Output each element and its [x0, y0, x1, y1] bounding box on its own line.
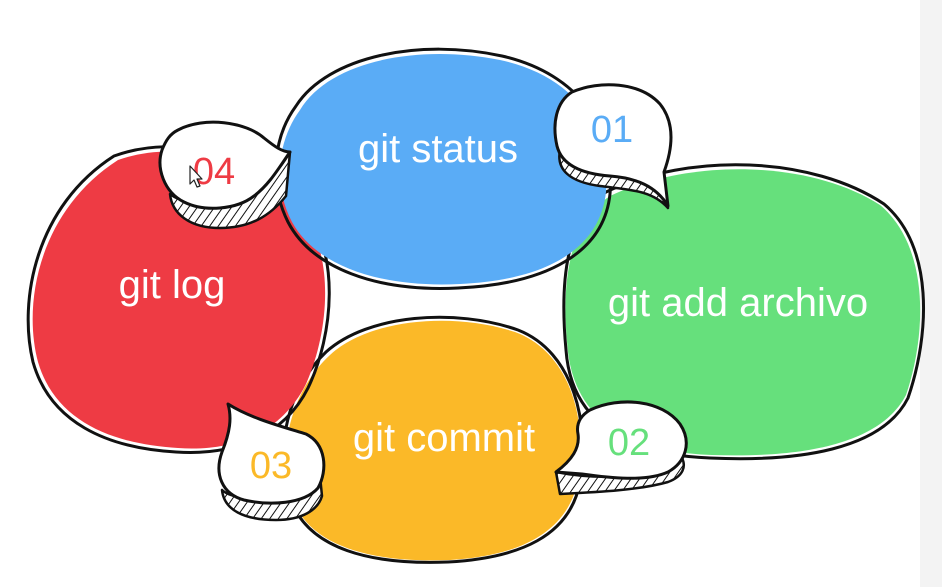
step-commit-blob: git commit	[282, 315, 585, 564]
step-log-number-bubble: 04	[158, 120, 292, 230]
step-commit-label: git commit	[353, 416, 535, 460]
scrollbar-track	[920, 0, 942, 587]
step-commit-number: 03	[250, 445, 292, 487]
step-status-label: git status	[358, 127, 518, 171]
step-add-number-bubble: 02	[554, 400, 688, 496]
step-add-blob: git add archivo	[562, 163, 925, 461]
mouse-cursor-icon	[189, 165, 203, 188]
step-add-label: git add archivo	[608, 281, 868, 325]
step-status-blob: git status	[274, 47, 613, 290]
step-status-number-bubble: 01	[553, 83, 673, 210]
step-log-fill	[32, 151, 326, 449]
step-status-fill	[279, 54, 607, 285]
step-log-label: git log	[119, 263, 226, 307]
step-add-number: 02	[608, 422, 650, 464]
step-commit-fill	[285, 320, 581, 561]
step-status-number: 01	[591, 109, 633, 151]
step-add-fill	[565, 169, 921, 456]
step-commit-number-bubble: 03	[217, 402, 326, 522]
